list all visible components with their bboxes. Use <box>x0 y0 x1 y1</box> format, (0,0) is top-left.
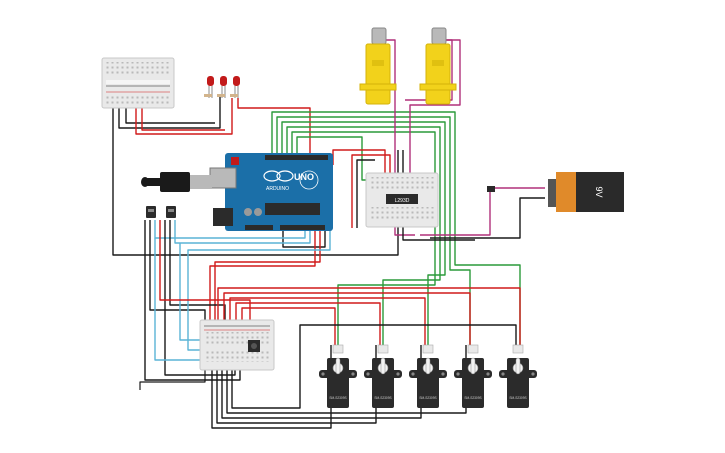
usb-cable[interactable] <box>141 172 212 192</box>
wire <box>223 292 471 345</box>
ir-sensor-1[interactable] <box>146 206 156 218</box>
battery-label: 9V <box>594 186 604 197</box>
wires <box>112 39 545 429</box>
l293d-chip[interactable]: L293D <box>386 194 418 204</box>
servo-1[interactable]: SM-S2309S <box>319 344 357 408</box>
battery-9v[interactable]: 9V <box>548 172 624 212</box>
servo-label: SM-S2309S <box>329 396 346 400</box>
wire <box>164 220 236 376</box>
driver-chip-label: L293D <box>395 198 410 204</box>
arduino-brand-label: ARDUINO <box>266 186 289 192</box>
wire <box>276 116 471 345</box>
wire <box>235 302 381 345</box>
wire <box>159 220 251 320</box>
wire <box>286 126 441 345</box>
wire <box>217 287 521 345</box>
switch[interactable] <box>487 186 495 192</box>
wire <box>187 230 331 351</box>
servo-5[interactable]: SM-S2309S <box>499 344 537 408</box>
led-group <box>204 76 240 98</box>
breadboard-bottom[interactable] <box>199 319 275 371</box>
wire <box>149 220 206 330</box>
wire <box>356 159 375 228</box>
wire <box>281 121 446 345</box>
resistor-group[interactable] <box>204 94 238 97</box>
wire <box>420 190 491 236</box>
servo-label: SM-S2309S <box>419 396 436 400</box>
servo-4[interactable]: SM-S2309S <box>454 344 492 408</box>
wire <box>231 324 517 409</box>
wire <box>179 243 200 341</box>
servo-group: SM-S2309S SM-S2309S SM-S2309S SM-S2309S SM-S… <box>319 344 537 408</box>
wire <box>139 370 206 390</box>
wire <box>430 197 545 239</box>
wire <box>209 230 316 330</box>
wire <box>214 230 321 320</box>
push-button[interactable] <box>248 340 260 352</box>
servo-label: SM-S2309S <box>374 396 391 400</box>
arduino-logo-icon-2 <box>276 170 294 182</box>
servo-label: SM-S2309S <box>464 396 481 400</box>
servo-2[interactable]: SM-S2309S <box>364 344 402 408</box>
wire <box>144 220 241 381</box>
wire <box>296 136 370 181</box>
ir-sensor-2[interactable] <box>166 206 176 218</box>
wire <box>154 238 200 361</box>
wire <box>135 97 233 135</box>
wire <box>241 307 336 345</box>
wire <box>351 154 391 228</box>
servo-3[interactable]: SM-S2309S <box>409 344 447 408</box>
wire <box>271 111 521 345</box>
servo-label: SM-S2309S <box>509 396 526 400</box>
wire <box>229 297 426 345</box>
arduino-model-label: UNO <box>294 172 314 182</box>
wire <box>154 220 306 239</box>
breadboard-top[interactable] <box>101 57 175 109</box>
wire <box>332 149 386 175</box>
wire <box>385 39 415 236</box>
breadboard-driver[interactable]: L293D <box>365 172 439 228</box>
arduino-uno[interactable]: UNO ARDUINO <box>209 153 333 231</box>
wire <box>169 220 226 325</box>
dc-motor-1[interactable] <box>359 27 397 105</box>
arduino-logo-icon <box>263 170 281 182</box>
wire <box>409 39 461 175</box>
dc-motor-2[interactable] <box>419 27 457 105</box>
wire <box>118 97 221 129</box>
wire <box>174 220 311 244</box>
